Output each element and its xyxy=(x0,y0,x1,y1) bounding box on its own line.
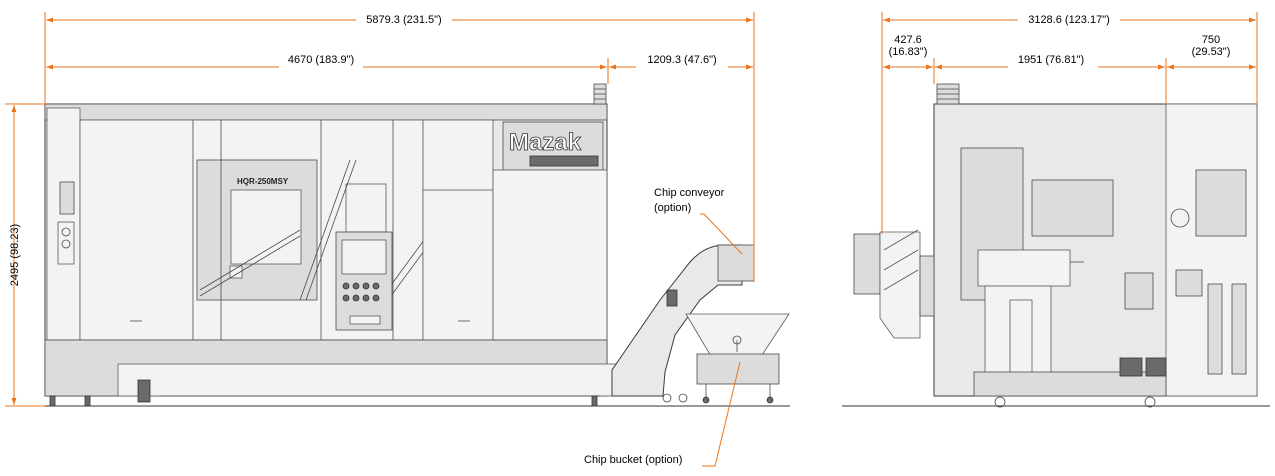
front-window xyxy=(230,189,302,265)
side-operator-panel xyxy=(853,229,935,339)
side-right-box xyxy=(1175,269,1203,297)
side-spindle-housing xyxy=(977,249,1071,287)
front-base-box xyxy=(137,379,151,403)
chip-conveyor-label: Chip conveyor xyxy=(654,187,725,199)
side-gauge-icon xyxy=(1170,208,1190,228)
front-left-knob-icon xyxy=(61,227,71,237)
front-height-dim: 2495 (98.23) xyxy=(9,224,21,286)
front-view: HQR-250MSY Mazak xyxy=(5,12,790,467)
model-label: HQR-250MSY xyxy=(237,177,289,186)
front-labels: Chip conveyor (option) Chip bucket (opti… xyxy=(584,187,743,467)
front-right-lower-door xyxy=(422,189,494,341)
front-small-window xyxy=(345,183,387,233)
front-overall-dim: 5879.3 (231.5") xyxy=(366,14,441,26)
front-right-cabinet xyxy=(492,169,608,341)
chip-bucket xyxy=(685,313,790,404)
side-door-panel xyxy=(960,147,1024,301)
side-center-panel xyxy=(1031,179,1114,237)
side-upper-right-panel xyxy=(1195,169,1247,237)
operator-panel-screen xyxy=(341,239,387,275)
chip-bucket-label: Chip bucket (option) xyxy=(584,454,682,466)
chip-conveyor-option-label: (option) xyxy=(654,202,691,214)
side-right-column-1 xyxy=(1207,283,1223,375)
front-conveyor-dim: 1209.3 (47.6") xyxy=(647,54,716,66)
chip-conveyor xyxy=(611,244,755,403)
side-left-dim-inch: (16.83") xyxy=(889,46,928,58)
brand-model-badge xyxy=(529,155,599,167)
side-right-dim-inch: (29.53") xyxy=(1192,46,1231,58)
side-small-panel xyxy=(1124,272,1154,310)
front-machine-dim: 4670 (183.9") xyxy=(288,54,354,66)
front-top-band xyxy=(44,103,608,121)
front-left-knob-icon-2 xyxy=(61,239,71,249)
side-bed-inner xyxy=(1009,299,1033,385)
front-left-switch-box xyxy=(59,181,75,215)
brand-logo: Mazak xyxy=(509,129,582,156)
side-middle-dim: 1951 (76.81") xyxy=(1018,54,1084,66)
chip-bucket-leader xyxy=(702,361,741,467)
front-feet xyxy=(49,395,598,407)
chip-conveyor-leader xyxy=(700,213,743,255)
front-left-door xyxy=(79,119,194,341)
operator-panel-buttons xyxy=(342,282,381,325)
front-base-rail xyxy=(117,363,664,397)
front-dimensions: 5879.3 (231.5") 4670 (183.9") 1209.3 (47… xyxy=(5,12,755,407)
side-view: 3128.6 (123.17") 427.6 (16.83") 1951 (76… xyxy=(842,12,1270,408)
side-overall-dim: 3128.6 (123.17") xyxy=(1028,14,1110,26)
side-dimensions: 3128.6 (123.17") 427.6 (16.83") 1951 (76… xyxy=(881,12,1258,234)
side-motors xyxy=(994,357,1167,408)
side-left-dim-value: 427.6 xyxy=(894,34,922,46)
side-right-dim-value: 750 xyxy=(1202,34,1220,46)
side-right-column-2 xyxy=(1231,283,1247,375)
